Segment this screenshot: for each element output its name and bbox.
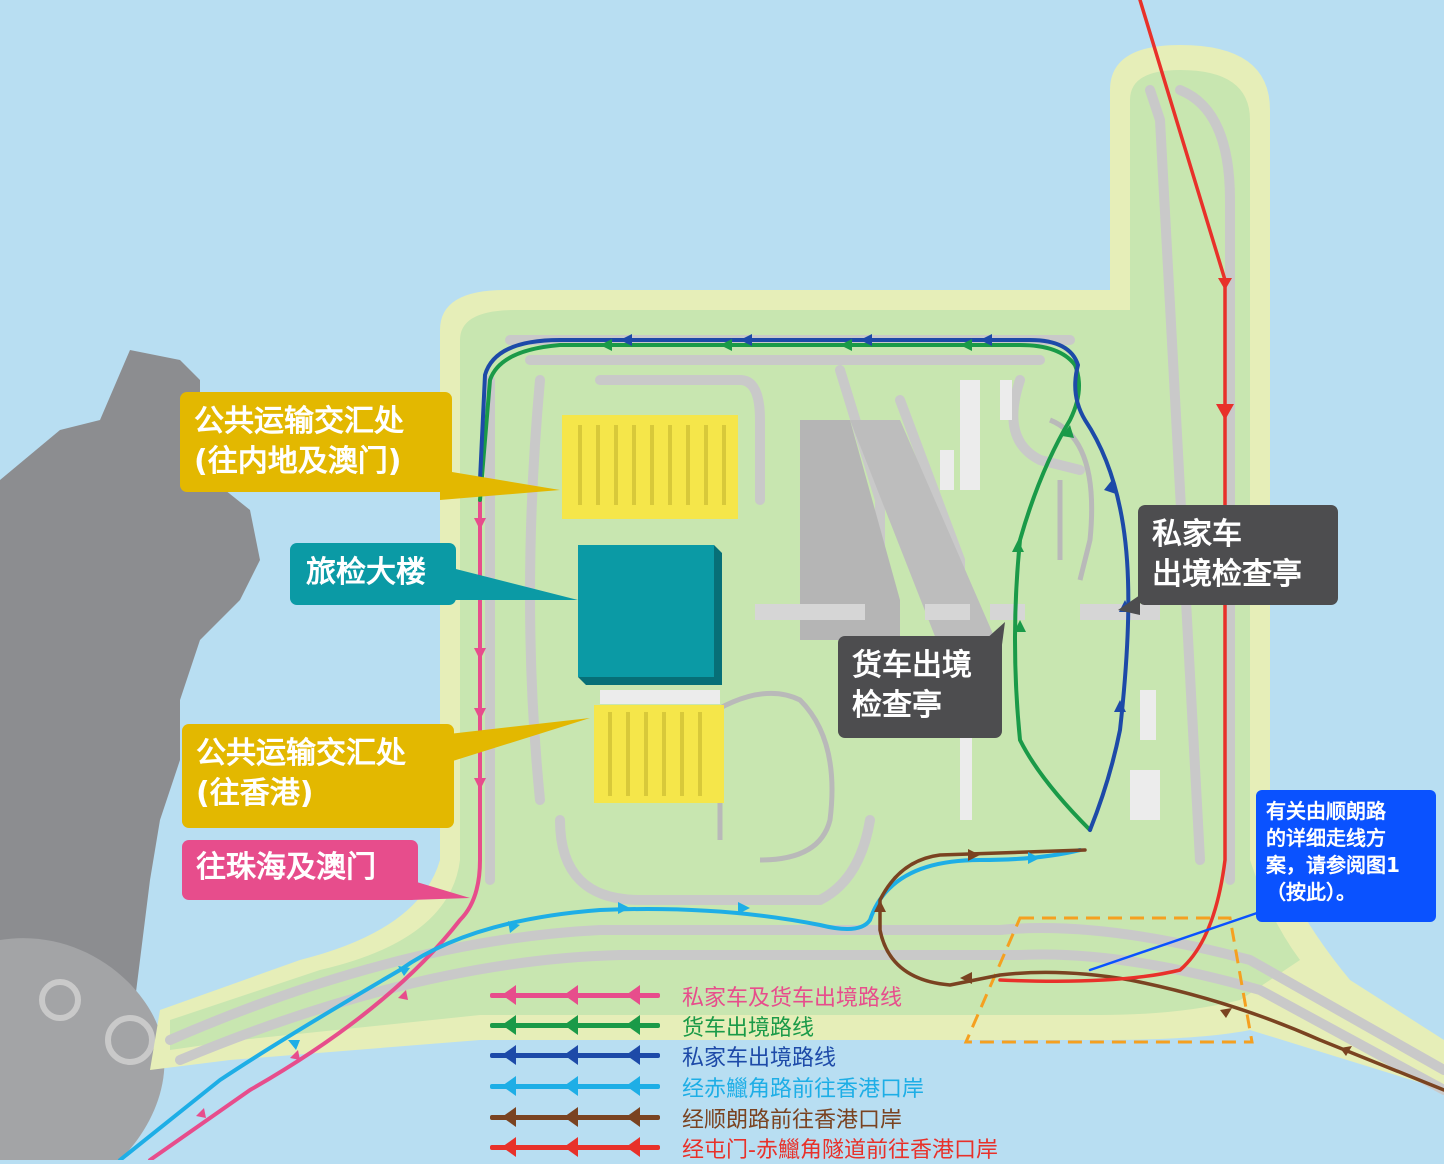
callout-pti-hk: 公共运输交汇处 (往香港): [182, 724, 454, 828]
central-corridor: [800, 420, 900, 640]
interchange-area: [0, 938, 165, 1160]
route-red: [998, 0, 1227, 983]
callout-private-kiosk-line2: 出境检查亭: [1152, 556, 1302, 592]
callout-pti-mainland-line1: 公共运输交汇处: [194, 404, 404, 439]
route-navy: [478, 338, 1131, 832]
route-green: [478, 343, 1092, 832]
callout-pti-hk-line1: 公共运输交汇处: [196, 736, 406, 771]
legend-label: 私家车及货车出境路线: [682, 986, 903, 1011]
callout-goods-kiosk-line1: 货车出境: [852, 648, 972, 683]
shun-long-road-note-button[interactable]: 有关由顺朗路 的详细走线方 案，请参阅图1 （按此）。: [1256, 790, 1436, 922]
note-line4: （按此）。: [1266, 880, 1356, 904]
note-line1: 有关由顺朗路: [1266, 799, 1386, 823]
island-body: [170, 70, 1300, 1050]
callout-to-zhuhai-line1: 往珠海及澳门: [196, 850, 376, 885]
callout-pti-hk-line2: (往香港): [196, 775, 314, 811]
route-cyan: [118, 848, 1082, 1160]
study-area-box: [963, 916, 1254, 1044]
note-line2: 的详细走线方: [1266, 826, 1386, 850]
callout-passenger-building: 旅检大楼: [290, 543, 456, 605]
passenger-building-block: [578, 545, 722, 685]
callout-pti-mainland-line2: (往内地及澳门): [194, 443, 402, 479]
callout-goods-kiosk: 货车出境 检查亭: [838, 636, 1002, 738]
legend-label: 经赤鱲角路前往香港口岸: [682, 1077, 925, 1102]
callout-pointers: [410, 470, 1140, 900]
callout-private-kiosk-line1: 私家车: [1152, 517, 1242, 552]
legend-label: 经顺朗路前往香港口岸: [682, 1108, 903, 1133]
legend-label: 经屯门-赤鱲角隧道前往香港口岸: [682, 1138, 998, 1163]
note-line3: 案，请参阅图1: [1266, 853, 1400, 877]
legend-label: 货车出境路线: [682, 1016, 815, 1041]
route-arrows: [196, 278, 1352, 1118]
callout-goods-kiosk-line2: 检查亭: [852, 687, 942, 723]
road-network: [165, 85, 1444, 1095]
pti-parking-south: [594, 705, 724, 803]
callout-passenger-building-line1: 旅检大楼: [306, 555, 426, 590]
callout-private-kiosk: 私家车 出境检查亭: [1138, 505, 1338, 605]
pti-parking-north: [562, 415, 738, 519]
callout-to-zhuhai: 往珠海及澳门: [182, 840, 418, 900]
note-pointer-line: [1088, 910, 1262, 972]
toll-plazas: [755, 604, 1160, 620]
legend-label: 私家车出境路线: [682, 1046, 837, 1071]
buildings: [600, 380, 1160, 820]
route-brown: [878, 848, 1444, 1092]
callout-pti-mainland: 公共运输交汇处 (往内地及澳门): [180, 392, 452, 492]
